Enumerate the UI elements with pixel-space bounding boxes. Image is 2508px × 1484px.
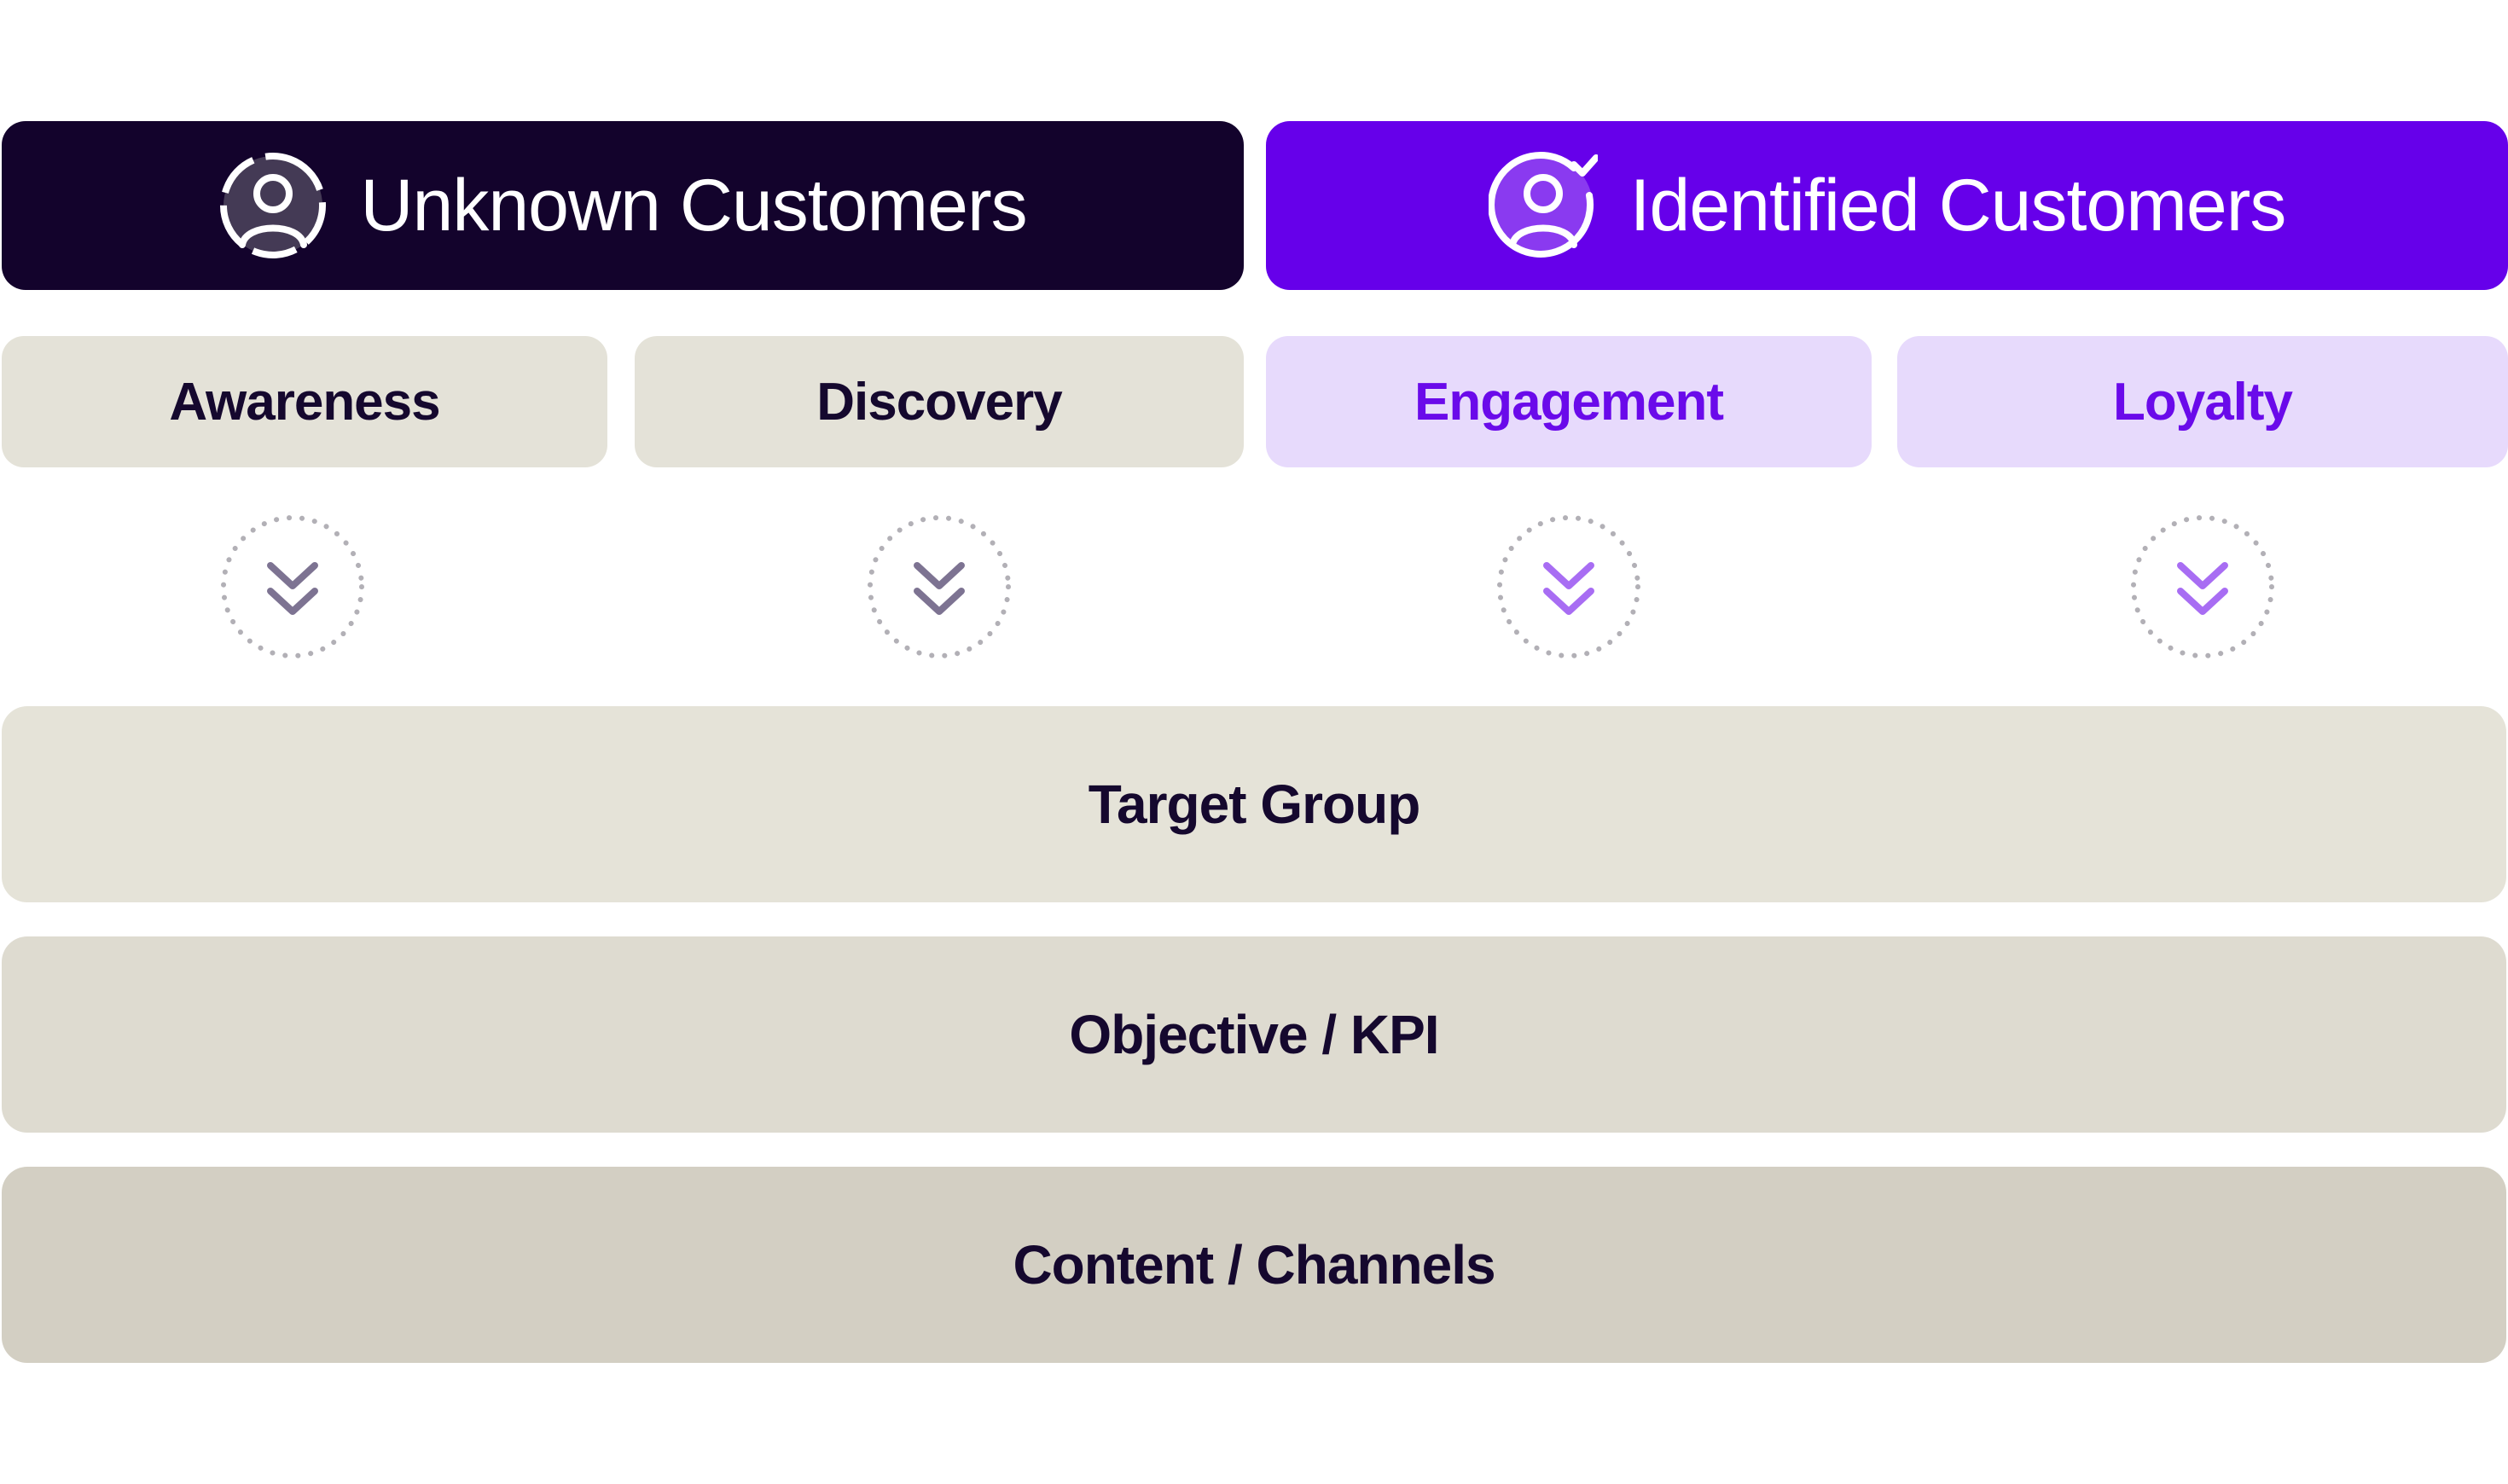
double-chevron-down-icon bbox=[2131, 515, 2274, 658]
user-check-circle-icon bbox=[1488, 151, 1598, 258]
unknown-customers-header: Unknown Customers bbox=[2, 121, 1244, 290]
double-chevron-down-icon bbox=[868, 515, 1011, 658]
layer-objective-kpi: Objective / KPI bbox=[2, 936, 2506, 1133]
double-chevron-down-icon bbox=[221, 515, 364, 658]
stage-awareness-label: Awareness bbox=[169, 372, 440, 432]
unknown-customers-label: Unknown Customers bbox=[360, 164, 1027, 246]
layer-target-group: Target Group bbox=[2, 706, 2506, 902]
stage-discovery: Discovery bbox=[635, 336, 1244, 467]
stage-engagement-label: Engagement bbox=[1414, 372, 1724, 432]
layer-objective-kpi-label: Objective / KPI bbox=[1069, 1004, 1439, 1065]
user-dashed-circle-icon bbox=[220, 153, 327, 258]
stage-loyalty-label: Loyalty bbox=[2112, 372, 2293, 432]
double-chevron-down-icon bbox=[1497, 515, 1640, 658]
identified-customers-label: Identified Customers bbox=[1629, 164, 2287, 246]
stage-awareness: Awareness bbox=[2, 336, 607, 467]
stage-engagement: Engagement bbox=[1266, 336, 1872, 467]
layer-content-channels-label: Content / Channels bbox=[1013, 1234, 1495, 1296]
layer-content-channels: Content / Channels bbox=[2, 1167, 2506, 1363]
identified-customers-header: Identified Customers bbox=[1266, 121, 2508, 290]
stage-loyalty: Loyalty bbox=[1897, 336, 2508, 467]
stage-discovery-label: Discovery bbox=[816, 372, 1062, 432]
layer-target-group-label: Target Group bbox=[1088, 774, 1421, 835]
